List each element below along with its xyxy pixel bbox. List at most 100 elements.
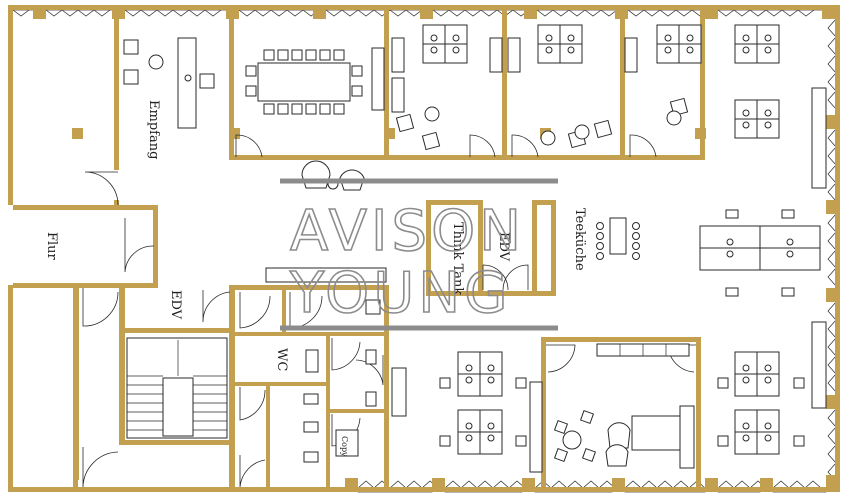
stool — [632, 252, 640, 260]
desk — [479, 431, 503, 455]
cabinet — [507, 37, 521, 73]
window-casement — [389, 480, 407, 489]
desk-chair — [726, 238, 734, 246]
window-casement — [357, 9, 375, 17]
desk-chair — [664, 34, 672, 42]
desk-chair — [742, 376, 750, 384]
window-casement — [600, 9, 618, 17]
desk-chair — [764, 109, 772, 117]
label-copy: Copy — [340, 436, 349, 457]
cabinet — [391, 37, 405, 73]
desk-chair — [567, 46, 575, 54]
stool — [632, 242, 640, 250]
window-casement — [717, 9, 735, 17]
chair — [263, 103, 275, 115]
chair — [305, 103, 317, 115]
window-casement — [781, 9, 799, 17]
window-casement — [788, 480, 806, 489]
desk-chair — [452, 46, 460, 54]
side-table — [574, 124, 590, 140]
window-casement — [827, 182, 837, 202]
window-casement — [552, 9, 570, 17]
lounge-chair — [421, 131, 441, 151]
chair — [579, 409, 595, 425]
window-casement — [827, 213, 837, 233]
chair — [793, 377, 805, 389]
desk — [756, 431, 780, 455]
window-casement — [672, 480, 690, 489]
window-casement — [405, 480, 423, 489]
desk-chair — [430, 46, 438, 54]
chair — [277, 103, 289, 115]
window-casement — [827, 146, 837, 166]
window-casement — [77, 9, 95, 17]
window-casement — [749, 9, 767, 17]
window-casement — [405, 9, 423, 17]
window-casement — [675, 9, 693, 17]
window-casement — [444, 480, 462, 489]
window-casement — [827, 426, 837, 446]
window-casement — [827, 301, 837, 321]
window-casement — [827, 355, 837, 375]
cabinet — [624, 37, 638, 73]
window-casement — [270, 9, 288, 17]
window-casement — [536, 9, 554, 17]
window-casement — [627, 9, 645, 17]
desk-chair — [725, 209, 739, 219]
window-casement — [827, 337, 837, 357]
desk-chair — [742, 364, 750, 372]
stool — [596, 222, 604, 230]
chair — [333, 103, 345, 115]
window-casement — [188, 9, 206, 17]
window-casement — [827, 444, 837, 464]
window-casement — [827, 249, 837, 269]
desk-chair — [742, 46, 750, 54]
desk-chair — [742, 422, 750, 430]
chair — [553, 447, 569, 463]
stool — [596, 242, 604, 250]
desk-chair — [764, 46, 772, 54]
desk-chair — [567, 34, 575, 42]
window-casement — [827, 128, 837, 148]
desk-chair — [487, 376, 495, 384]
label-flur: Flur — [44, 232, 59, 261]
chair — [553, 419, 569, 435]
cabinet — [391, 77, 405, 113]
chair — [351, 65, 363, 77]
desk-chair — [742, 121, 750, 129]
desk-chair — [686, 46, 694, 54]
window-casement — [827, 72, 837, 92]
desk-chair — [545, 46, 553, 54]
side-table — [540, 130, 556, 146]
window-casement — [156, 9, 174, 17]
desk-chair — [465, 364, 473, 372]
desk-chair — [725, 287, 739, 297]
window-casement — [827, 54, 837, 74]
window-casement — [238, 9, 256, 17]
desk-chair — [465, 376, 473, 384]
window-casement — [464, 9, 482, 17]
desk-chair — [786, 238, 794, 246]
window-casement — [341, 9, 359, 17]
desk-chair — [465, 422, 473, 430]
chair — [277, 49, 289, 61]
window-casement — [624, 480, 642, 489]
furniture — [123, 24, 827, 473]
desk-chair — [742, 434, 750, 442]
side-table — [424, 106, 440, 122]
desk-chair — [726, 250, 734, 258]
window-casement — [432, 9, 450, 17]
desk-chair — [781, 209, 795, 219]
desk-chair — [764, 376, 772, 384]
staircase — [126, 337, 228, 439]
window-casement — [827, 319, 837, 339]
window-casement — [765, 9, 783, 17]
doors — [82, 134, 696, 488]
window-casement — [476, 480, 494, 489]
window-casement — [643, 9, 661, 17]
chair — [515, 377, 527, 389]
window-casement — [389, 9, 407, 17]
window-casement — [582, 480, 600, 489]
window-casement — [640, 480, 658, 489]
